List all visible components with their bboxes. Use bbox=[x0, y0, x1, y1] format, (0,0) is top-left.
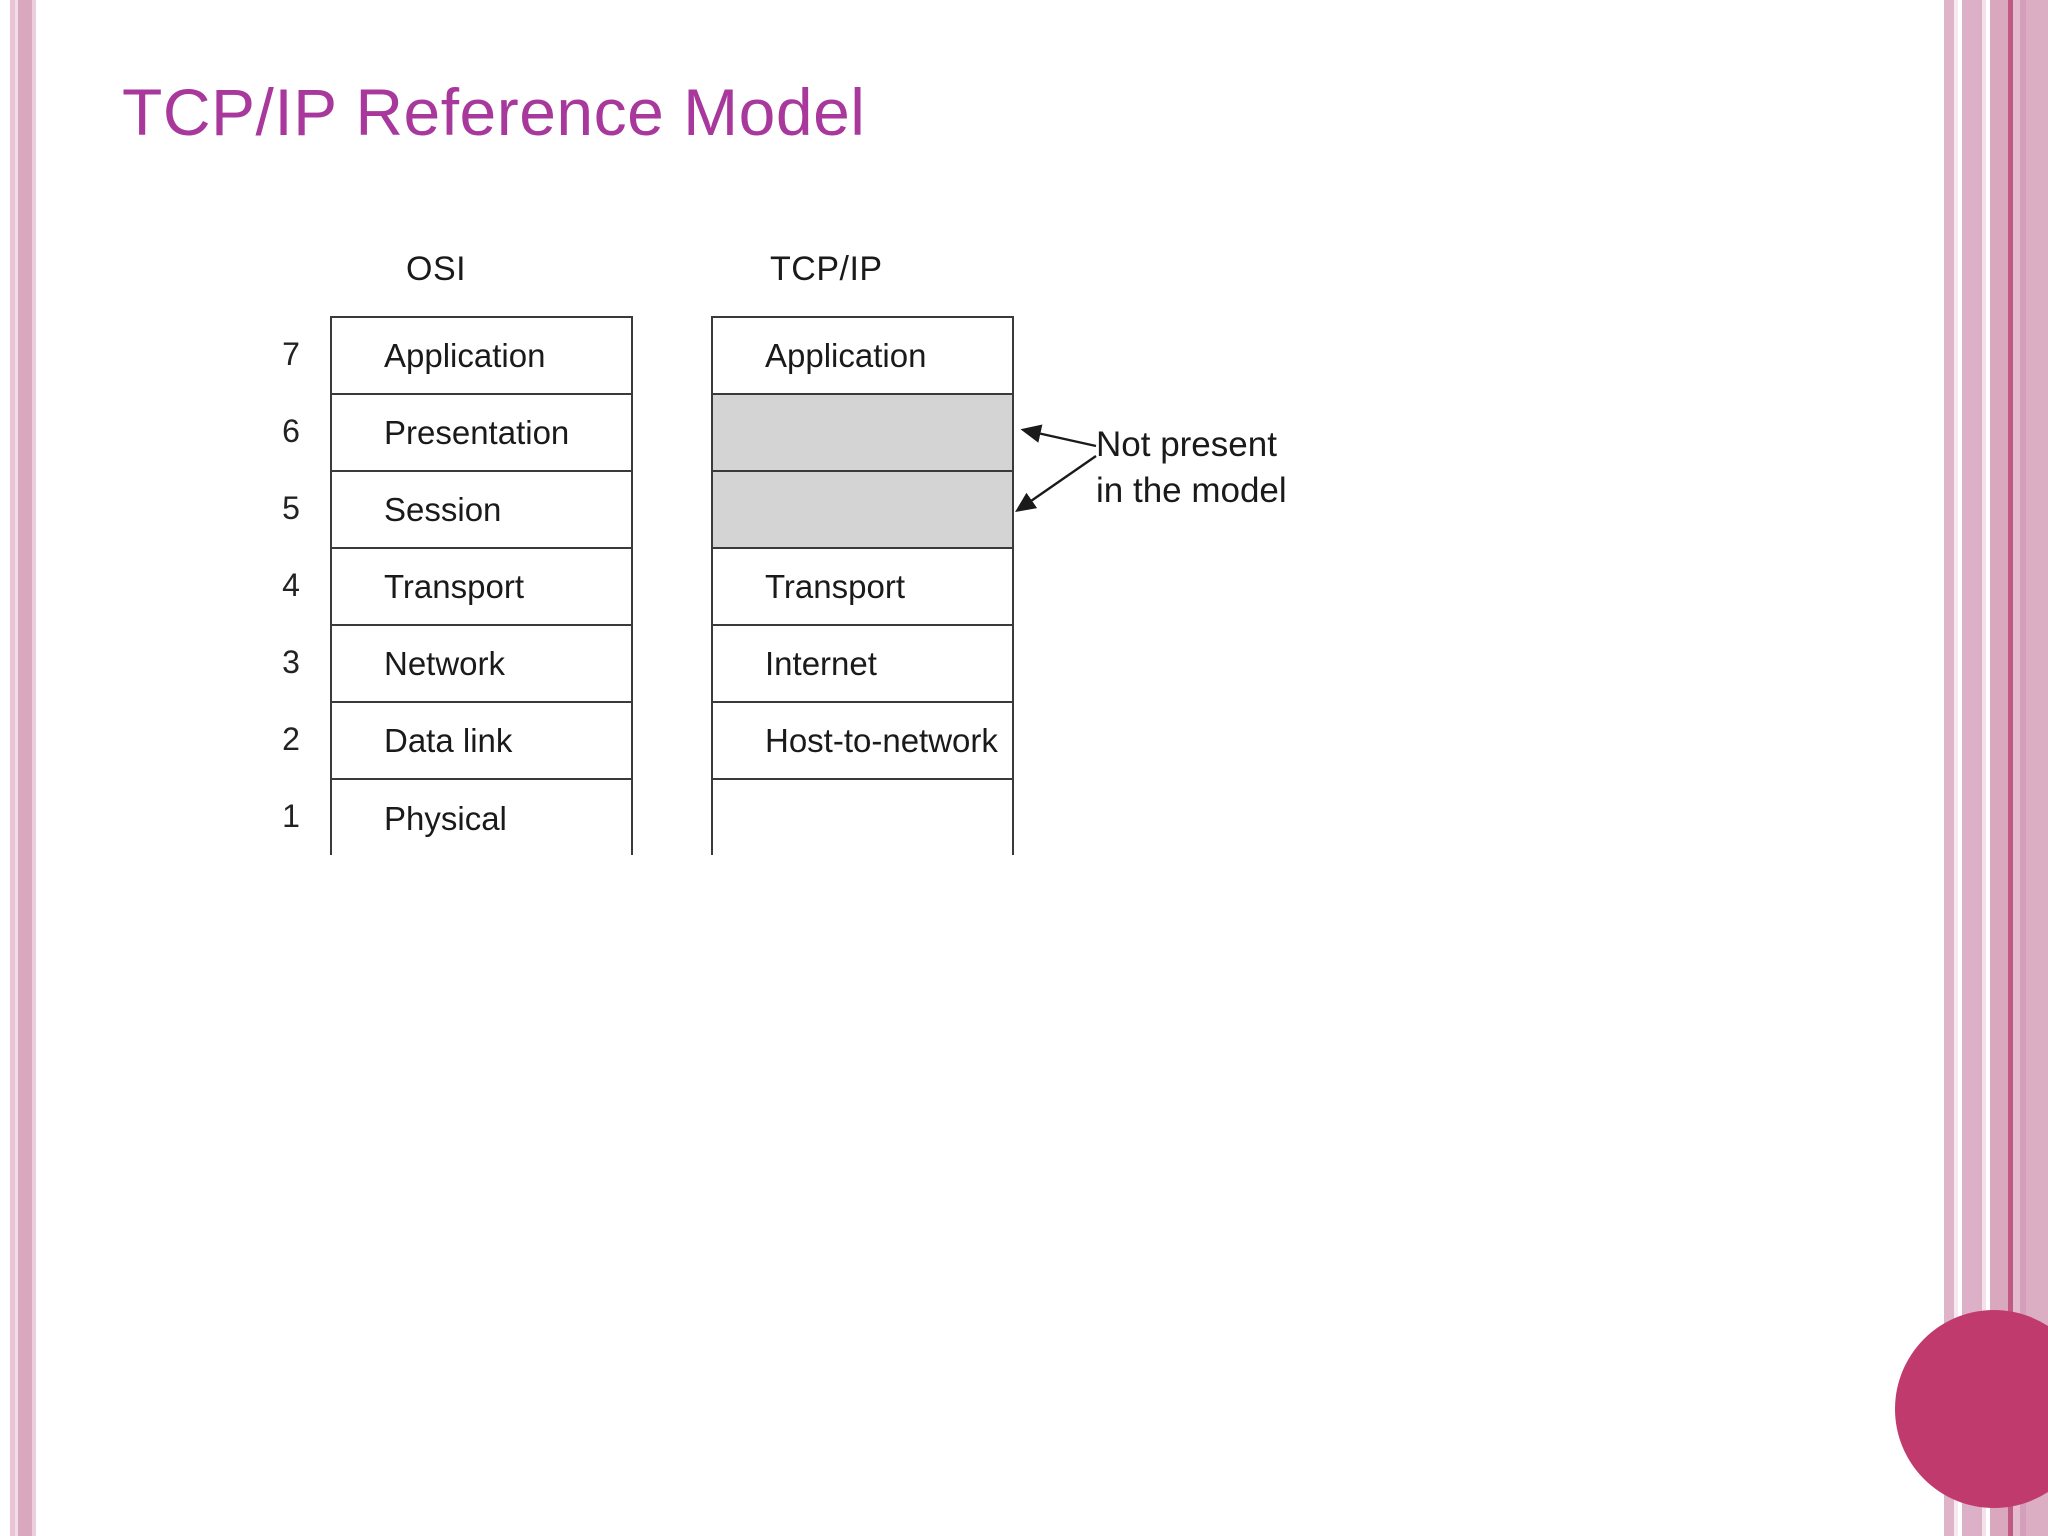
annotation-leader-arrows bbox=[1015, 424, 1097, 513]
page-title: TCP/IP Reference Model bbox=[122, 75, 866, 149]
stripe-segment bbox=[1962, 0, 1982, 1536]
tcpip-layer-row: Transport bbox=[713, 549, 1012, 626]
stripe-segment bbox=[1986, 0, 1990, 1536]
osi-tcpip-comparison-diagram: OSI TCP/IP 7 6 5 4 3 2 1 Application Pre… bbox=[282, 250, 1530, 896]
arrow-to-session-gap bbox=[1015, 455, 1097, 513]
osi-layer-number: 1 bbox=[282, 798, 300, 834]
tcpip-layer-row: Internet bbox=[713, 626, 1012, 703]
stripe-segment bbox=[1990, 0, 2008, 1536]
osi-layer-number: 3 bbox=[282, 644, 300, 680]
stripe-segment bbox=[2008, 0, 2013, 1536]
stripe-segment bbox=[15, 0, 18, 1536]
tcpip-column-heading: TCP/IP bbox=[770, 250, 883, 288]
tcpip-layer-row-empty bbox=[713, 395, 1012, 472]
osi-column-heading: OSI bbox=[406, 250, 467, 288]
osi-layer-row: Physical bbox=[332, 780, 631, 857]
arrow-to-presentation-gap bbox=[1020, 424, 1097, 448]
osi-layer-number: 6 bbox=[282, 413, 300, 449]
annotation-line-2: in the model bbox=[1096, 470, 1287, 510]
tcpip-layer-row: Host-to-network bbox=[713, 703, 1012, 780]
osi-layer-number: 2 bbox=[282, 721, 300, 757]
accent-circle-decoration bbox=[1895, 1310, 2048, 1508]
not-present-annotation: Not present in the model bbox=[1096, 422, 1287, 513]
stripe-segment bbox=[1982, 0, 1986, 1536]
stripe-segment bbox=[2020, 0, 2026, 1536]
osi-layer-row: Application bbox=[332, 318, 631, 395]
osi-layer-number: 4 bbox=[282, 567, 300, 603]
annotation-line-1: Not present bbox=[1096, 425, 1277, 464]
stripe-segment bbox=[1944, 0, 1954, 1536]
stripe-segment bbox=[1954, 0, 1958, 1536]
osi-layer-number: 5 bbox=[282, 490, 300, 526]
osi-layer-number: 7 bbox=[282, 336, 300, 372]
tcpip-layer-stack: Application Transport Internet Host-to-n… bbox=[711, 316, 1014, 857]
tcpip-layer-row bbox=[713, 780, 1012, 857]
stripe-segment bbox=[18, 0, 32, 1536]
osi-layer-row: Data link bbox=[332, 703, 631, 780]
osi-layer-row: Presentation bbox=[332, 395, 631, 472]
tcpip-layer-row-empty bbox=[713, 472, 1012, 549]
osi-layer-number-gutter: 7 6 5 4 3 2 1 bbox=[268, 316, 314, 855]
stripe-segment bbox=[10, 0, 15, 1536]
left-stripe-band bbox=[0, 0, 46, 1536]
stripe-segment bbox=[32, 0, 36, 1536]
stripe-segment bbox=[2026, 0, 2048, 1536]
right-stripe-band bbox=[1940, 0, 2048, 1536]
osi-layer-row: Transport bbox=[332, 549, 631, 626]
osi-layer-row: Session bbox=[332, 472, 631, 549]
osi-layer-stack: Application Presentation Session Transpo… bbox=[330, 316, 633, 857]
osi-layer-row: Network bbox=[332, 626, 631, 703]
stripe-segment bbox=[1958, 0, 1962, 1536]
tcpip-layer-row: Application bbox=[713, 318, 1012, 395]
stripe-segment bbox=[2013, 0, 2020, 1536]
